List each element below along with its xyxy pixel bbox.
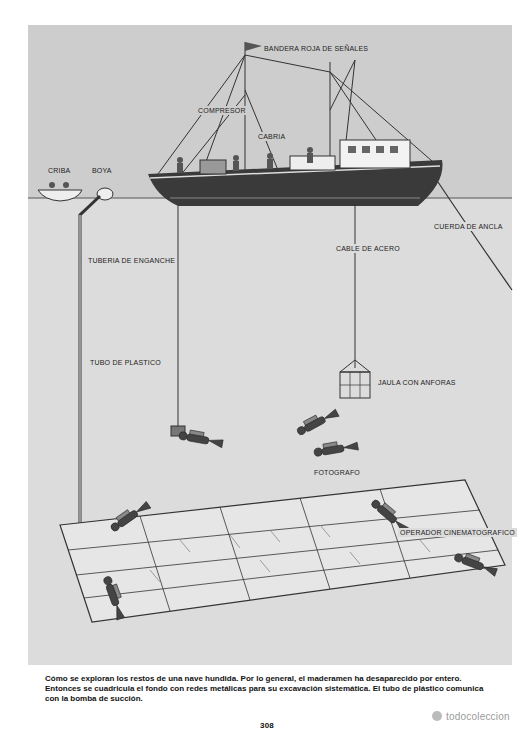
part-label: CABRIA — [256, 132, 287, 141]
part-label: COMPRESOR — [196, 106, 248, 115]
part-label: TUBO DE PLASTICO — [88, 358, 163, 367]
watermark: todocoleccion — [444, 711, 512, 723]
part-label: TUBERIA DE ENGANCHE — [86, 256, 177, 265]
figure-caption: Cómo se exploran los restos de una nave … — [45, 674, 495, 704]
part-label: FOTOGRAFO — [312, 468, 362, 477]
part-label: JAULA CON ANFORAS — [376, 378, 458, 387]
part-label: CUERDA DE ANCLA — [432, 222, 505, 231]
flag-label: BANDERA ROJA DE SEÑALES — [262, 44, 370, 53]
page-number: 308 — [258, 721, 276, 731]
part-label: BOYA — [90, 166, 114, 175]
part-label: OPERADOR CINEMATOGRAFICO — [398, 528, 517, 537]
part-label: CRIBA — [46, 166, 72, 175]
part-label: CABLE DE ACERO — [334, 244, 402, 253]
